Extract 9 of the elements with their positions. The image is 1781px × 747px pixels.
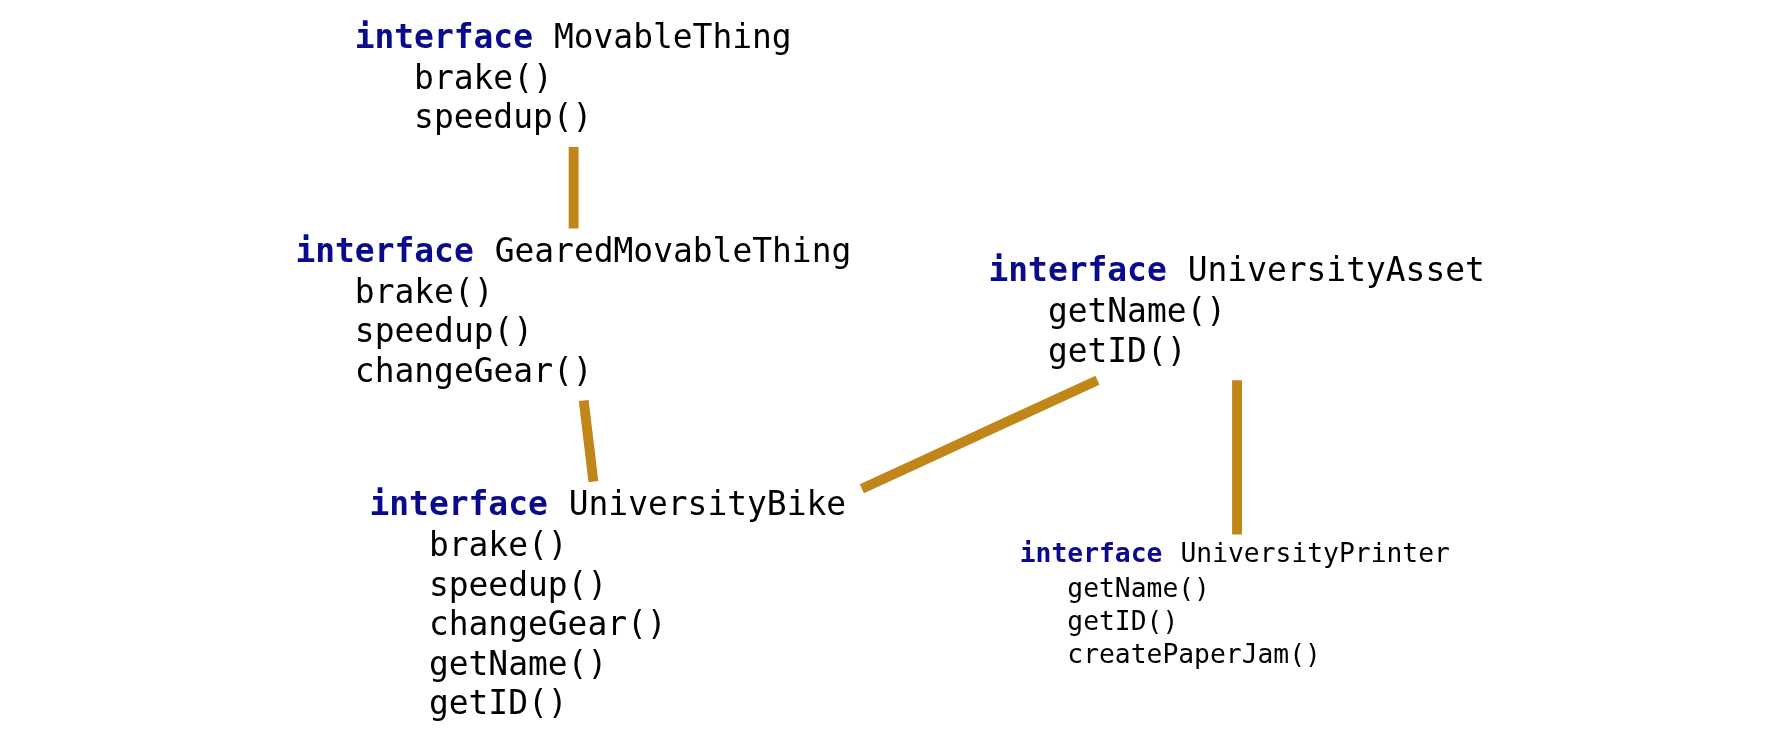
node-text: interface MovableThing brake() speedup() [354, 16, 792, 137]
node-text: interface UniversityBike brake() speedup() changeGear() getName() getID() [369, 484, 847, 723]
connector [568, 146, 579, 229]
connector [859, 375, 1100, 494]
node-text: interface UniversityAsset getName() getID() [988, 250, 1485, 370]
node-text: interface GearedMovableThing brake() speedup() changeGear() [295, 230, 852, 390]
connector [1232, 380, 1242, 535]
connector [578, 399, 599, 483]
node-text: interface UniversityPrinter getName() getID() createPaperJam() [1019, 538, 1450, 669]
